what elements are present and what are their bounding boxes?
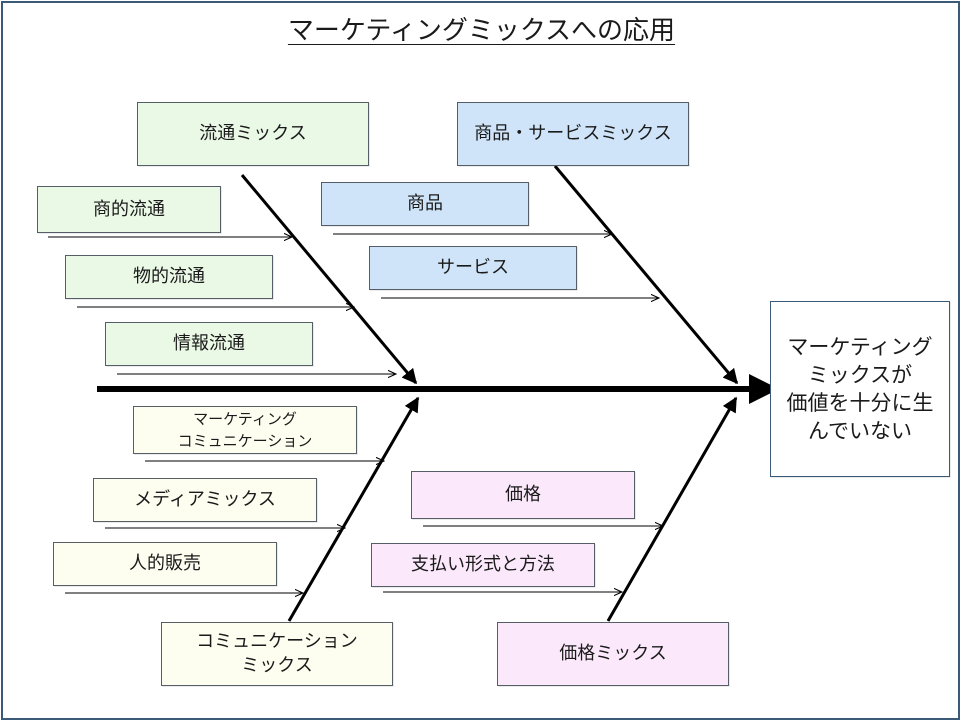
- factor-commercial-distribution: 商的流通: [37, 186, 221, 233]
- factor-media-mix: メディアミックス: [93, 478, 317, 522]
- bone-communication: [287, 396, 420, 622]
- effect-line1: マーケティング: [787, 335, 933, 359]
- bone-product: [553, 165, 739, 385]
- factor-physical-distribution-label: 物的流通: [133, 266, 205, 287]
- effect-line2: ミックスが: [807, 363, 913, 387]
- bone-price: [606, 396, 738, 622]
- factor-personal-sales-label: 人的販売: [129, 553, 201, 574]
- title-text: マーケティングミックスへの応用: [287, 16, 676, 46]
- factor-price-label: 価格: [505, 484, 541, 505]
- effect-line4: んでいない: [808, 419, 912, 443]
- category-price: 価格ミックス: [497, 622, 729, 686]
- effect-line3: 価値を十分に生: [786, 391, 934, 415]
- category-distribution-label: 流通ミックス: [199, 123, 307, 144]
- factor-marketing-communication: マーケティング コミュニケーション: [133, 406, 357, 454]
- bone-distribution: [240, 174, 418, 385]
- factor-service-label: サービス: [437, 257, 509, 278]
- factor-information-distribution-label: 情報流通: [173, 333, 245, 354]
- category-product: 商品・サービスミックス: [457, 102, 689, 166]
- category-distribution: 流通ミックス: [137, 102, 369, 166]
- factor-service: サービス: [369, 246, 577, 290]
- factor-marketing-communication-line1: マーケティング: [193, 410, 297, 428]
- factor-personal-sales: 人的販売: [53, 542, 277, 586]
- factor-goods-label: 商品: [407, 193, 443, 214]
- factor-commercial-distribution-label: 商的流通: [93, 198, 165, 220]
- factor-media-mix-label: メディアミックス: [134, 489, 276, 510]
- category-price-label: 価格ミックス: [559, 643, 667, 664]
- factor-information-distribution: 情報流通: [105, 322, 313, 366]
- category-product-label: 商品・サービスミックス: [474, 123, 672, 144]
- factor-marketing-communication-line2: コミュニケーション: [177, 432, 313, 450]
- category-communication-label-line1: コミュニケーション: [196, 631, 358, 652]
- category-communication-label-line2: ミックス: [241, 655, 313, 676]
- factor-payment-method: 支払い形式と方法: [371, 543, 595, 587]
- factor-payment-method-label: 支払い形式と方法: [411, 554, 555, 575]
- category-communication: コミュニケーション ミックス: [161, 622, 393, 686]
- effect-box: マーケティング ミックスが 価値を十分に生 んでいない: [770, 301, 950, 477]
- diagram-title: マーケティングミックスへの応用: [0, 14, 963, 48]
- factor-goods: 商品: [321, 182, 529, 226]
- factor-price: 価格: [411, 471, 635, 519]
- factor-physical-distribution: 物的流通: [65, 255, 273, 299]
